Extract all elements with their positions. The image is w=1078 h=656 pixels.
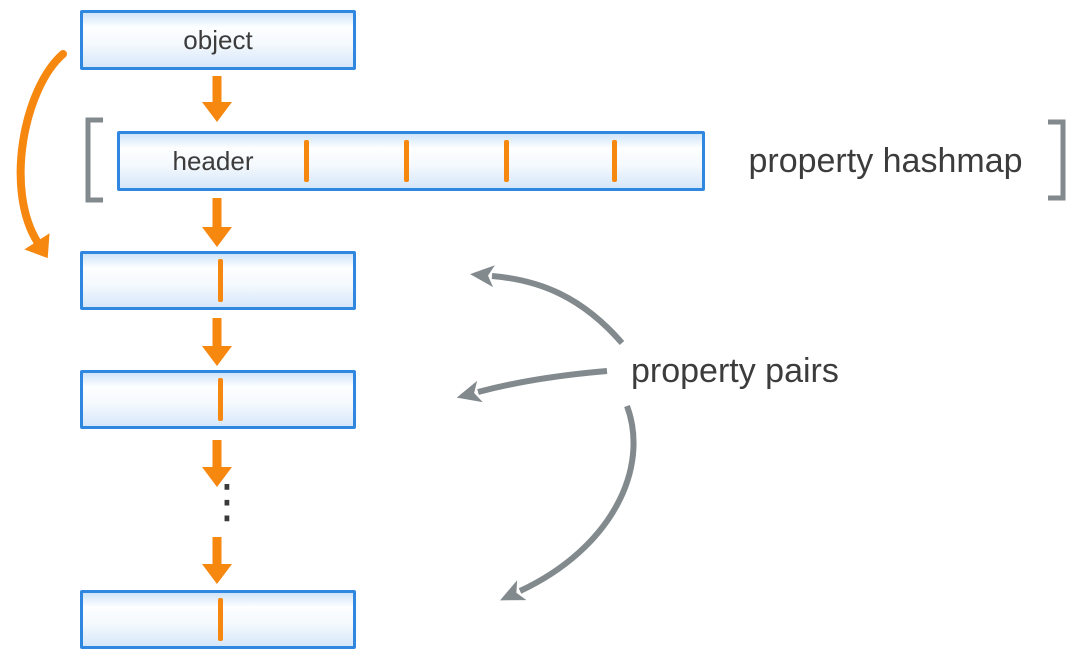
pair-divider (218, 378, 223, 421)
vertical-ellipsis: ⋮ (204, 474, 250, 528)
left-bracket (85, 117, 103, 203)
right-bracket (1048, 119, 1066, 201)
property-pair-box-2 (80, 370, 356, 429)
pairs-arrow-middle-icon (456, 368, 608, 403)
property-pair-box-1 (80, 251, 356, 310)
hashmap-cell-divider (612, 140, 617, 182)
pairs-arrow-top-icon (470, 265, 625, 345)
header-cell-label: header (172, 145, 254, 176)
property-pair-box-3 (80, 590, 356, 649)
pair-divider (218, 259, 223, 302)
hashmap-cell-divider (504, 140, 509, 182)
object-box-label: object (183, 24, 253, 55)
hashmap-cell-divider (304, 140, 309, 182)
property-pairs-label: property pairs (631, 352, 839, 390)
object-box: object (80, 10, 356, 70)
hashmap-cell-divider (404, 140, 409, 182)
pair-divider (218, 598, 223, 641)
property-hashmap-label: property hashmap (748, 142, 1023, 180)
curved-down-arrow-icon (16, 50, 67, 259)
pairs-arrow-bottom-icon (500, 404, 637, 601)
hashmap-row-box: header (117, 131, 705, 191)
